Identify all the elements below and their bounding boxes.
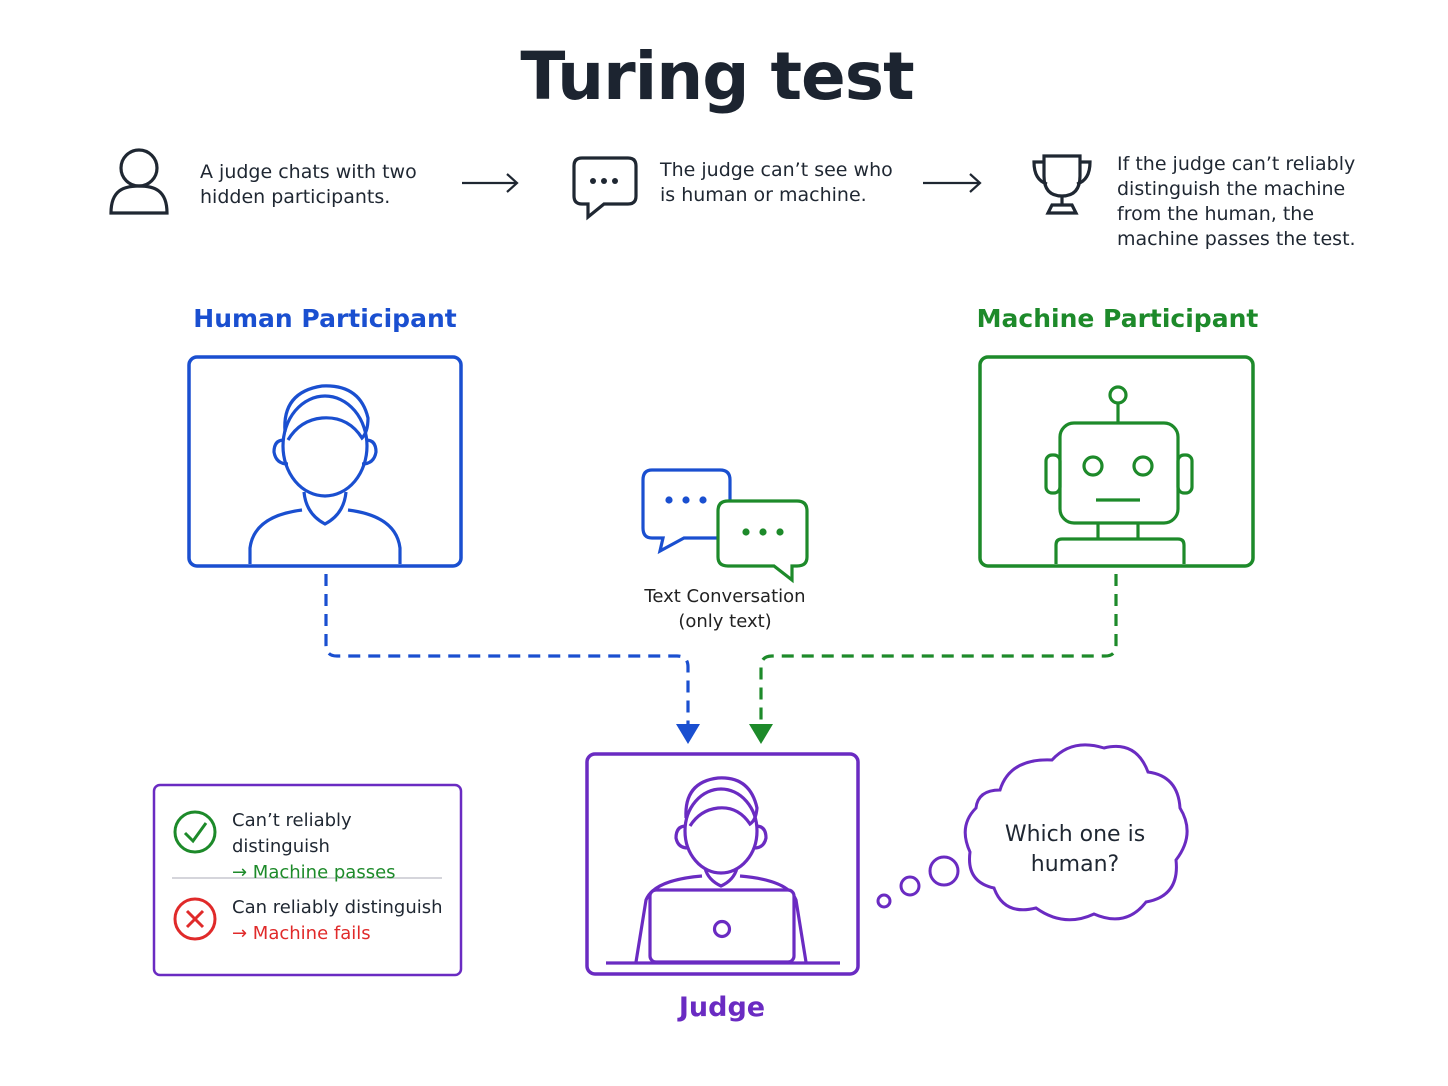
thought-cloud-icon	[876, 743, 1189, 922]
check-circle-icon	[173, 810, 217, 854]
human-avatar-icon	[248, 384, 402, 564]
result-pass: Can’t reliably distinguish → Machine pas…	[232, 808, 452, 886]
human-arrow-head	[676, 724, 700, 744]
green-bubble	[716, 499, 809, 584]
step-1-line-1: A judge chats with two	[200, 161, 417, 183]
thought-line-1: Which one is	[1004, 822, 1146, 847]
result-pass-line-2: → Machine passes	[232, 862, 396, 883]
text-conversation-label: Text Conversation (only text)	[610, 584, 840, 634]
chat-dots	[590, 178, 618, 184]
step-2-line-2: is human or machine.	[660, 184, 867, 206]
step-arrow-2	[923, 173, 982, 193]
machine-participant-label: Machine Participant	[976, 304, 1259, 333]
chat-bubbles-icon	[641, 468, 809, 584]
step-2-line-1: The judge can’t see who	[660, 159, 893, 181]
x-circle-icon	[173, 897, 217, 941]
human-participant-box	[187, 355, 463, 568]
judge-label: Judge	[678, 992, 766, 1023]
result-fail-line-1: Can reliably distinguish	[232, 897, 443, 918]
judge-laptop-icon	[606, 776, 840, 965]
result-pass-line-1: Can’t reliably distinguish	[232, 810, 352, 857]
robot-icon	[1044, 385, 1194, 564]
human-participant-label: Human Participant	[193, 304, 457, 333]
step-arrow-1	[462, 173, 519, 193]
page-title: Turing test	[520, 38, 914, 115]
thought-text: Which one is human?	[985, 820, 1165, 880]
result-fail-line-2: → Machine fails	[232, 923, 371, 944]
machine-arrow-head	[749, 724, 773, 744]
step-3-line-3: from the human, the	[1117, 203, 1315, 225]
conversation-line-2: (only text)	[678, 611, 772, 632]
machine-participant-box	[978, 355, 1255, 568]
step-1-line-2: hidden participants.	[200, 186, 391, 208]
step-2-text: The judge can’t see who is human or mach…	[660, 158, 910, 208]
conversation-line-1: Text Conversation	[644, 586, 806, 607]
step-3-line-1: If the judge can’t reliably	[1117, 153, 1356, 175]
trophy-icon	[1032, 154, 1092, 215]
human-to-judge-line	[324, 574, 690, 724]
result-fail: Can reliably distinguish → Machine fails	[232, 895, 452, 947]
step-3-line-2: distinguish the machine	[1117, 178, 1346, 200]
step-3-text: If the judge can’t reliably distinguish …	[1117, 152, 1417, 252]
steps-graphics	[109, 148, 1092, 221]
judge-box	[585, 752, 860, 976]
chat-bubble-icon	[572, 156, 638, 221]
step-3-line-4: machine passes the test.	[1117, 228, 1356, 250]
blue-bubble	[641, 468, 732, 555]
step-1-text: A judge chats with two hidden participan…	[200, 160, 440, 210]
thought-line-2: human?	[1030, 852, 1120, 877]
person-icon	[109, 148, 169, 215]
results-box	[152, 783, 463, 977]
